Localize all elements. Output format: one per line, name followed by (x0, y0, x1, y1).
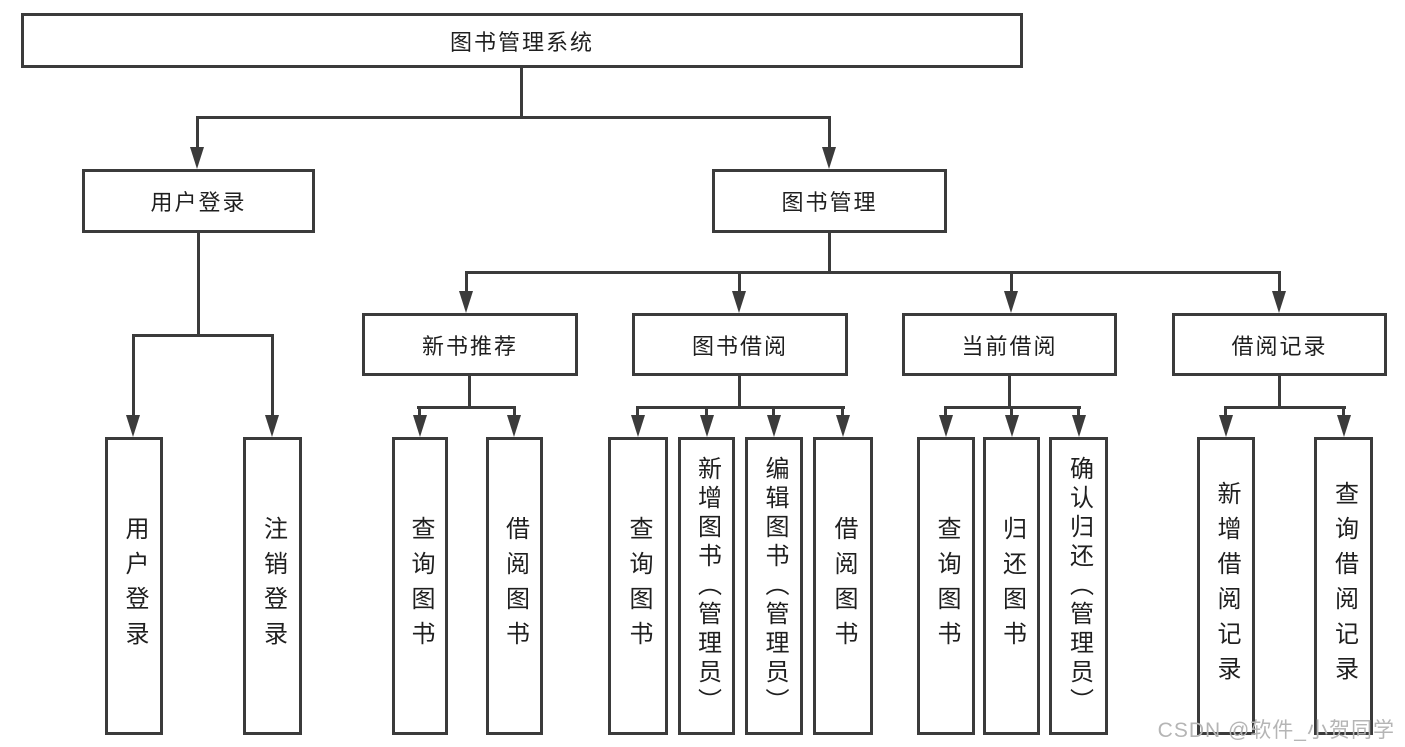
leaf-query-book-current: 查询图书 (917, 437, 975, 735)
arrowhead-down-icon (836, 415, 850, 437)
leaf-label: 用户登录 (121, 516, 148, 656)
connector-vline (1278, 271, 1281, 293)
connector-vline (772, 406, 775, 418)
arrowhead-down-icon (1004, 291, 1018, 313)
node-label: 新书推荐 (421, 333, 518, 359)
leaf-query-book-recommend: 查询图书 (392, 437, 448, 735)
connector-vline (636, 406, 639, 418)
arrowhead-down-icon (939, 415, 953, 437)
connector-vline (196, 116, 199, 149)
connector-vline (828, 233, 831, 274)
arrowhead-down-icon (1272, 291, 1286, 313)
leaf-label: 确认归还（管理员） (1065, 455, 1093, 717)
arrowhead-down-icon (631, 415, 645, 437)
node-user-login: 用户登录 (82, 169, 315, 233)
connector-vline (468, 376, 471, 409)
arrowhead-down-icon (822, 147, 836, 169)
leaf-user-login: 用户登录 (105, 437, 163, 735)
connector-vline (520, 68, 523, 118)
leaf-label: 借阅图书 (501, 516, 529, 656)
connector-vline (197, 233, 200, 337)
arrowhead-down-icon (732, 291, 746, 313)
connector-hline (132, 334, 274, 337)
leaf-label: 查询借阅记录 (1330, 481, 1358, 691)
leaf-logout: 注销登录 (243, 437, 302, 735)
connector-hline (1224, 406, 1346, 409)
arrowhead-down-icon (700, 415, 714, 437)
connector-hline (417, 406, 516, 409)
csdn-watermark: CSDN @软件_小贺同学 (1157, 719, 1395, 742)
leaf-label: 借阅图书 (830, 516, 857, 656)
leaf-label: 查询图书 (407, 516, 434, 656)
leaf-confirm-return-admin: 确认归还（管理员） (1049, 437, 1108, 735)
node-new-book-recommend: 新书推荐 (362, 313, 578, 376)
leaf-label: 新增借阅记录 (1213, 481, 1240, 691)
node-borrow-record: 借阅记录 (1172, 313, 1387, 376)
node-current-borrow: 当前借阅 (902, 313, 1117, 376)
arrowhead-down-icon (413, 415, 427, 437)
node-label: 图书管理系统 (449, 29, 594, 55)
connector-vline (1010, 406, 1013, 418)
node-label: 用户登录 (150, 190, 247, 215)
leaf-add-borrow-record: 新增借阅记录 (1197, 437, 1255, 735)
connector-vline (465, 271, 468, 293)
arrowhead-down-icon (1219, 415, 1233, 437)
connector-vline (1224, 406, 1227, 418)
arrowhead-down-icon (265, 415, 279, 437)
connector-vline (944, 406, 947, 418)
leaf-label: 新增图书（管理员） (693, 455, 721, 717)
node-library-management-system: 图书管理系统 (21, 13, 1023, 68)
arrowhead-down-icon (190, 147, 204, 169)
connector-hline (196, 116, 831, 119)
leaf-label: 查询图书 (933, 516, 960, 656)
leaf-label: 编辑图书（管理员） (761, 455, 788, 717)
connector-vline (1342, 406, 1345, 418)
leaf-query-book-borrow: 查询图书 (608, 437, 668, 735)
connector-vline (841, 406, 844, 418)
arrowhead-down-icon (1005, 415, 1019, 437)
leaf-query-borrow-record: 查询借阅记录 (1314, 437, 1373, 735)
node-label: 借阅记录 (1231, 333, 1328, 359)
leaf-borrow-book-recommend: 借阅图书 (486, 437, 543, 735)
connector-vline (738, 376, 741, 409)
node-label: 图书管理 (781, 190, 878, 215)
arrowhead-down-icon (507, 415, 521, 437)
connector-vline (418, 406, 421, 418)
connector-vline (738, 271, 741, 293)
connector-vline (513, 406, 516, 418)
node-book-borrow: 图书借阅 (632, 313, 848, 376)
connector-vline (1278, 376, 1281, 409)
leaf-return-book: 归还图书 (983, 437, 1040, 735)
connector-hline (636, 406, 845, 409)
leaf-label: 查询图书 (625, 516, 652, 656)
leaf-label: 注销登录 (259, 516, 287, 656)
arrowhead-down-icon (459, 291, 473, 313)
connector-vline (132, 334, 135, 417)
node-label: 当前借阅 (961, 333, 1058, 359)
connector-vline (1010, 271, 1013, 293)
leaf-add-book-admin: 新增图书（管理员） (678, 437, 735, 735)
arrowhead-down-icon (1072, 415, 1086, 437)
connector-vline (828, 116, 831, 149)
leaf-edit-book-admin: 编辑图书（管理员） (745, 437, 803, 735)
arrowhead-down-icon (126, 415, 140, 437)
connector-vline (705, 406, 708, 418)
leaf-borrow-book: 借阅图书 (813, 437, 873, 735)
connector-vline (271, 334, 274, 417)
arrowhead-down-icon (1337, 415, 1351, 437)
connector-vline (1008, 376, 1011, 409)
arrowhead-down-icon (767, 415, 781, 437)
node-label: 图书借阅 (691, 333, 788, 359)
leaf-label: 归还图书 (998, 516, 1026, 656)
node-book-management: 图书管理 (712, 169, 947, 233)
connector-hline (465, 271, 1281, 274)
connector-vline (1077, 406, 1080, 418)
